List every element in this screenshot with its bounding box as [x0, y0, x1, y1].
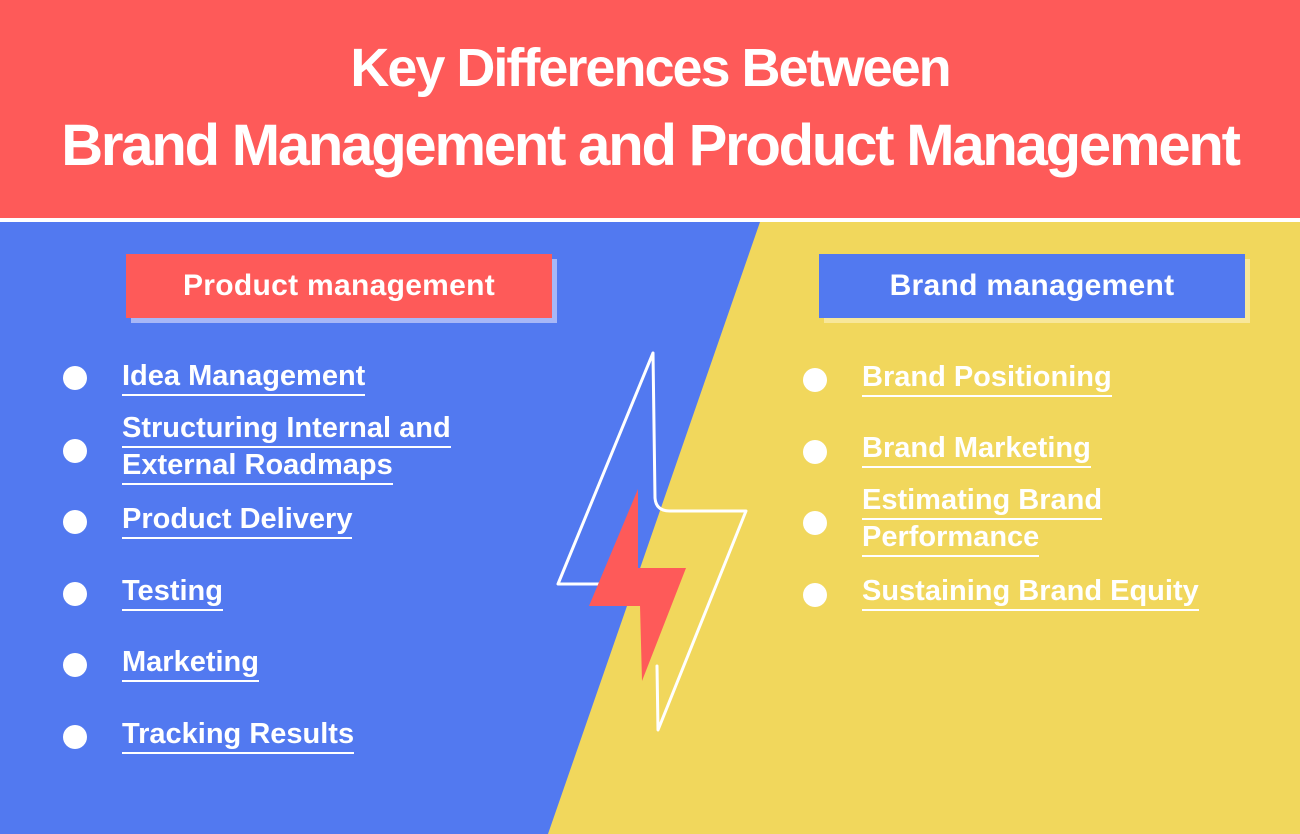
brand-item-performance[interactable]: Estimating Brand Performance	[862, 483, 1103, 557]
bullet-icon	[803, 583, 827, 607]
product-item-roadmaps[interactable]: Structuring Internal and External Roadma…	[122, 411, 451, 485]
brand-management-heading: Brand management	[819, 254, 1245, 318]
bullet-icon	[63, 725, 87, 749]
list-item	[803, 368, 827, 392]
bullet-icon	[63, 510, 87, 534]
product-item-delivery[interactable]: Product Delivery	[122, 501, 353, 539]
brand-item-positioning[interactable]: Brand Positioning	[862, 359, 1112, 397]
list-item	[63, 510, 87, 534]
list-item	[803, 440, 827, 464]
list-item	[63, 582, 87, 606]
product-item-idea-management[interactable]: Idea Management	[122, 358, 366, 396]
product-management-heading: Product management	[126, 254, 552, 318]
list-item	[63, 725, 87, 749]
list-item	[63, 366, 87, 390]
bullet-icon	[63, 653, 87, 677]
bullet-icon	[63, 582, 87, 606]
bullet-icon	[63, 366, 87, 390]
title-line-1: Key Differences Between	[350, 38, 951, 98]
lightning-bolt-icon	[556, 351, 748, 732]
list-item	[63, 653, 87, 677]
bullet-icon	[803, 440, 827, 464]
product-item-tracking-results[interactable]: Tracking Results	[122, 716, 355, 754]
product-item-testing[interactable]: Testing	[122, 573, 223, 611]
list-item	[63, 439, 87, 463]
list-item	[803, 583, 827, 607]
product-item-marketing[interactable]: Marketing	[122, 644, 259, 682]
comparison-panel: Product management Brand management Idea…	[0, 222, 1300, 834]
brand-item-marketing[interactable]: Brand Marketing	[862, 430, 1091, 468]
title-line-2: Brand Management and Product Management	[61, 113, 1241, 178]
list-item	[803, 511, 827, 535]
bullet-icon	[803, 511, 827, 535]
bullet-icon	[63, 439, 87, 463]
title-banner: Key Differences Between Brand Management…	[0, 0, 1300, 218]
brand-item-equity[interactable]: Sustaining Brand Equity	[862, 573, 1199, 611]
bullet-icon	[803, 368, 827, 392]
